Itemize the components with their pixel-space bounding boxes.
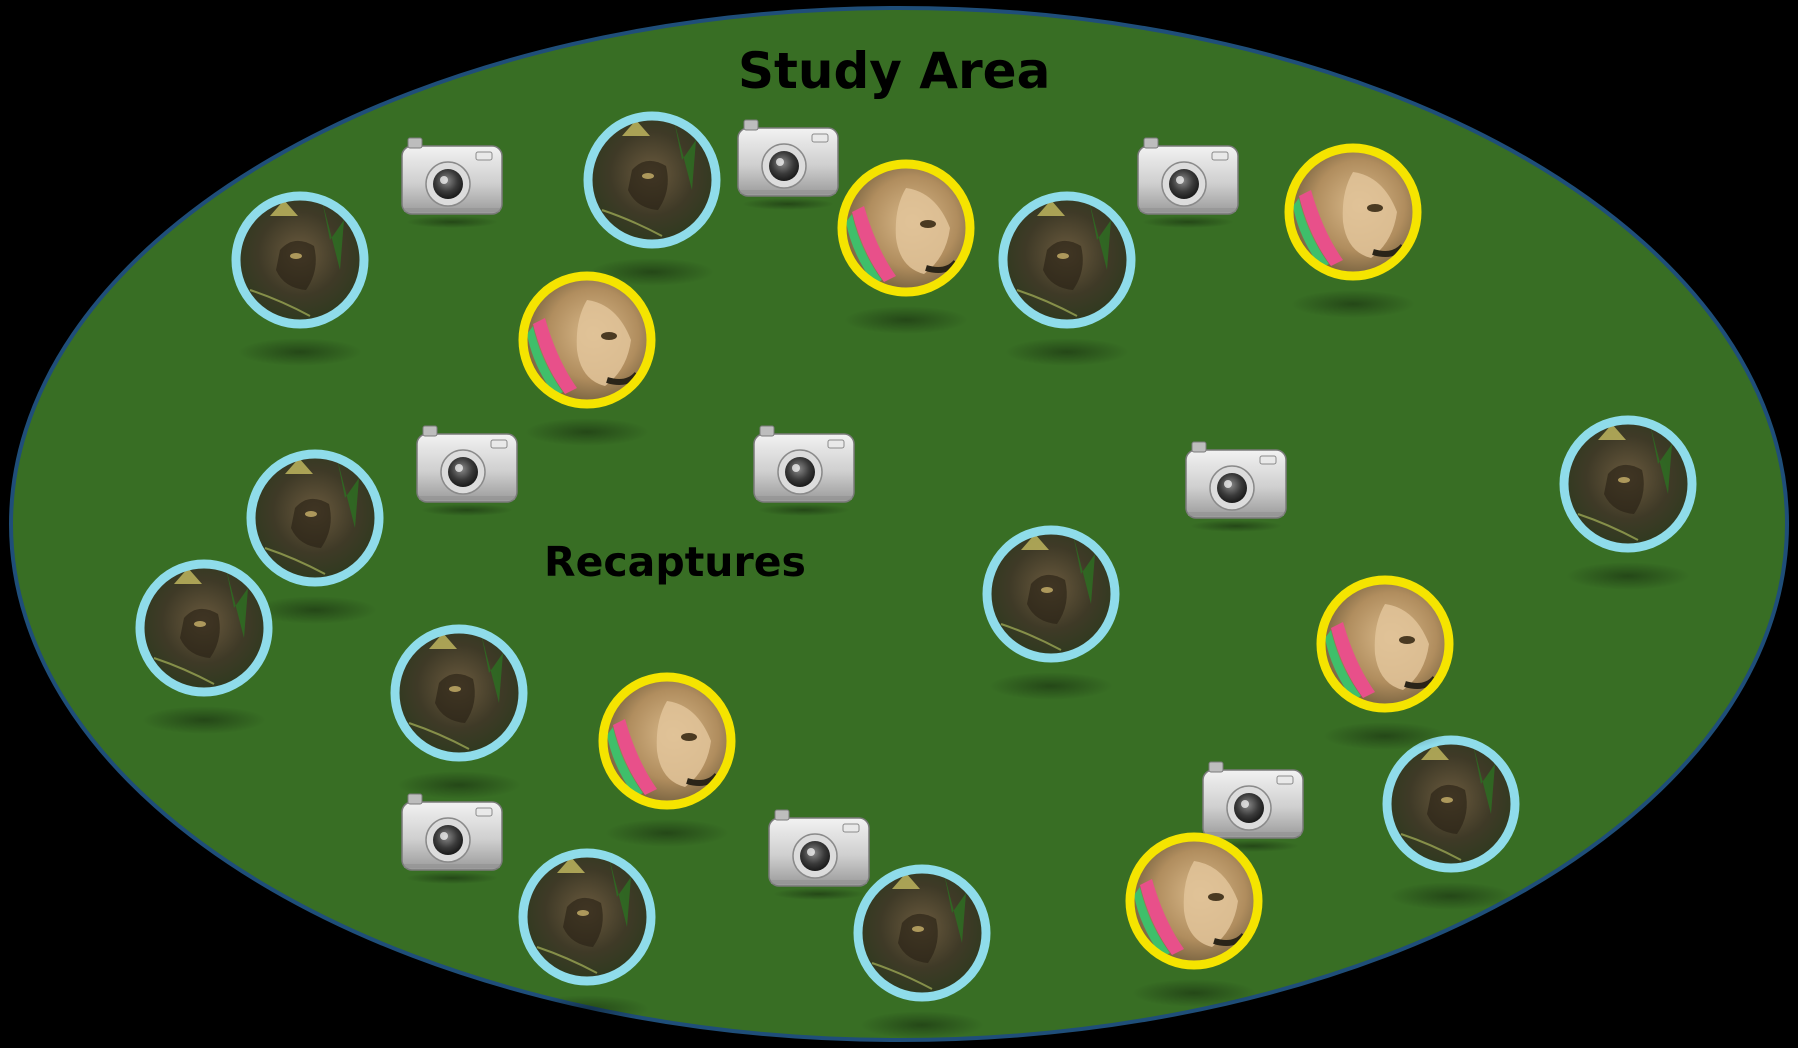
- camera-icon: [1185, 441, 1287, 532]
- recaptures-label: Recaptures: [544, 538, 806, 586]
- uncollared-cougar-icon: [583, 111, 721, 286]
- uncollared-cougar-icon: [1382, 735, 1520, 910]
- uncollared-cougar-icon: [998, 191, 1136, 366]
- collared-cougar-icon: [837, 159, 975, 334]
- uncollared-cougar-icon: [982, 525, 1120, 700]
- collared-cougar-icon: [598, 672, 736, 847]
- collared-cougar-icon: [1284, 143, 1422, 318]
- study-area-title: Study Area: [738, 42, 1051, 100]
- uncollared-cougar-icon: [246, 449, 384, 624]
- camera-icon: [416, 425, 518, 516]
- camera-icon: [401, 137, 503, 228]
- collared-cougar-icon: [518, 271, 656, 446]
- camera-icon: [753, 425, 855, 516]
- uncollared-cougar-icon: [390, 624, 528, 799]
- camera-icon: [401, 793, 503, 884]
- uncollared-cougar-icon: [518, 848, 656, 1023]
- uncollared-cougar-icon: [853, 864, 991, 1039]
- camera-icon: [1202, 761, 1304, 852]
- uncollared-cougar-icon: [135, 559, 273, 734]
- uncollared-cougar-icon: [1559, 415, 1697, 590]
- camera-icon: [737, 119, 839, 210]
- collared-cougar-icon: [1125, 832, 1263, 1007]
- uncollared-cougar-icon: [231, 191, 369, 366]
- camera-icon: [1137, 137, 1239, 228]
- camera-icon: [768, 809, 870, 900]
- collared-cougar-icon: [1316, 575, 1454, 750]
